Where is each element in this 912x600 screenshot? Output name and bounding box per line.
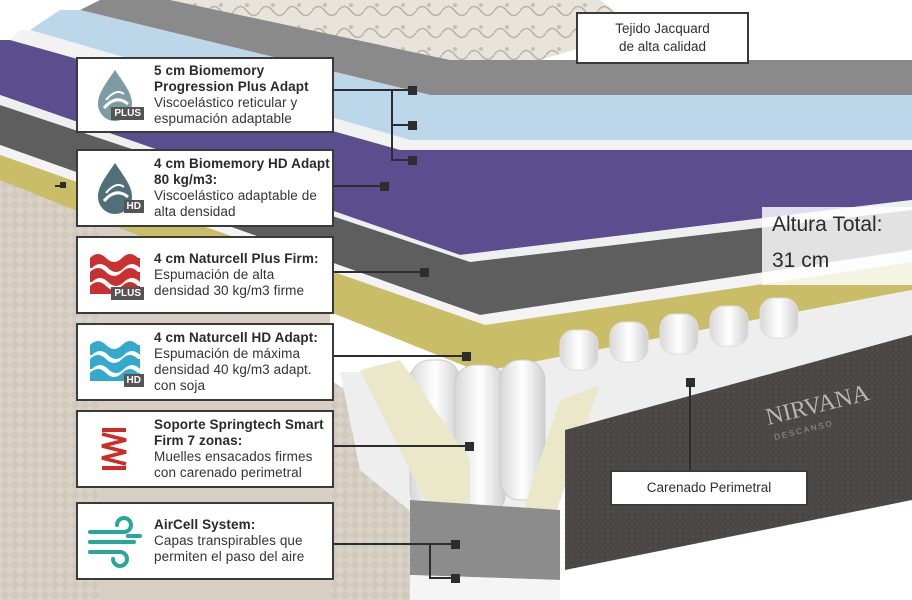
leader-lines (55, 89, 691, 579)
layer-purple (0, 40, 912, 255)
callout-aircell: AirCell System:Capas transpirables que p… (76, 502, 334, 580)
red-spring-icon (84, 418, 146, 480)
layer-lightblue (30, 10, 912, 140)
callout-desc: Viscoelástico adaptable de alta densidad (154, 188, 317, 219)
altura-total-label: Altura Total: 31 cm (762, 207, 912, 285)
carenado-text: Carenado Perimetral (646, 480, 772, 495)
tejido-jacquard-label: Tejido Jacquard de alta calidad (576, 12, 749, 64)
callout-desc: Espumación de máxima densidad 40 kg/m3 a… (154, 346, 312, 393)
aircell-layer-gray (410, 500, 560, 580)
blue-waves-hd-icon: HD (84, 331, 146, 393)
callout-biomemory-hd: HD 4 cm Biomemory HD Adapt 80 kg/m3:Visc… (76, 149, 334, 227)
callout-title: AirCell System: (154, 517, 256, 532)
callout-naturcell-hd: HD 4 cm Naturcell HD Adapt: Espumación d… (76, 323, 334, 401)
air-flow-icon (84, 510, 146, 572)
foam-wedge-right (520, 385, 600, 530)
altura-line2: 31 cm (772, 249, 830, 272)
callout-title: Soporte Springtech Smart Firm 7 zonas: (154, 417, 324, 448)
altura-line1: Altura Total: (772, 213, 883, 236)
callout-title: 5 cm Biomemory Progression Plus Adapt (154, 63, 309, 94)
callout-naturcell-plus: PLUS 4 cm Naturcell Plus Firm: Espumació… (76, 236, 334, 314)
hd-badge: HD (123, 200, 144, 213)
plus-badge: PLUS (111, 287, 144, 300)
drop-leaf-plus-icon: PLUS (84, 64, 146, 126)
tejido-line1: Tejido Jacquard (615, 21, 710, 36)
drop-leaf-hd-icon: HD (84, 157, 146, 219)
callout-title: 4 cm Biomemory HD Adapt 80 kg/m3: (154, 156, 330, 187)
callout-title: 4 cm Naturcell HD Adapt: (154, 330, 318, 345)
callout-desc: Muelles ensacados firmes con carenado pe… (154, 449, 313, 480)
layer-gray-top (80, 0, 912, 95)
leader-dots (60, 86, 695, 583)
side-quilted-wall (0, 150, 100, 600)
jacquard-top-layer (170, 0, 640, 60)
plus-badge: PLUS (111, 107, 144, 120)
tejido-line2: de alta calidad (618, 39, 707, 54)
aircell-layer-white (410, 575, 560, 600)
side-fabric-panel (565, 335, 912, 570)
callout-title: 4 cm Naturcell Plus Firm: (154, 251, 319, 266)
callout-biomemory-progression: PLUS 5 cm Biomemory Progression Plus Ada… (76, 57, 334, 133)
hd-badge: HD (123, 374, 144, 387)
layer-darkgray (0, 105, 912, 315)
callout-desc: Espumación de alta densidad 30 kg/m3 fir… (154, 267, 305, 298)
red-waves-plus-icon: PLUS (84, 244, 146, 306)
callout-springtech: Soporte Springtech Smart Firm 7 zonas:Mu… (76, 410, 334, 488)
callout-desc: Viscoelástico reticular y espumación ada… (154, 95, 298, 126)
carenado-perimetral-label: Carenado Perimetral (610, 470, 808, 506)
callout-desc: Capas transpirables que permiten el paso… (154, 533, 305, 564)
